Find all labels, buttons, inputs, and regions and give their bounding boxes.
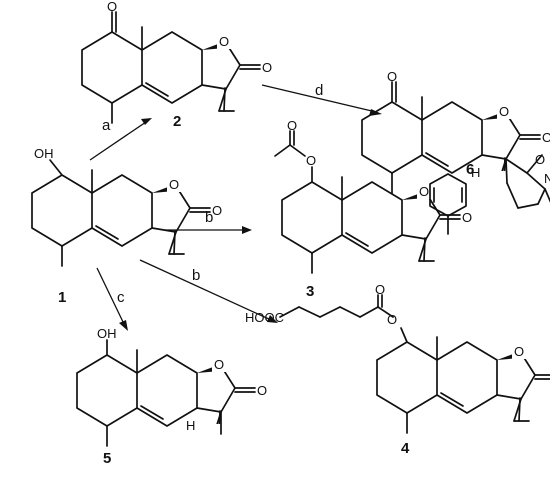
ketone-oxygen-label: O <box>107 0 117 14</box>
ketone-oxygen-label: O <box>387 69 397 84</box>
ring-oxygen-label: O <box>219 34 229 49</box>
ring-oxygen-label: O <box>169 177 179 192</box>
acyl-oxygen-label: O <box>287 118 297 133</box>
ring-oxygen-label: O <box>499 104 509 119</box>
compound-2: O O O <box>81 0 272 124</box>
step-label-b-second: b <box>192 267 200 284</box>
carbonyl-oxygen-label: O <box>542 130 550 145</box>
hydroxyl-label: OH <box>34 146 54 161</box>
step-label-a: a <box>102 117 111 134</box>
hydroxyl-label: OH <box>97 326 117 341</box>
acyl-oxygen-label: O <box>375 282 385 297</box>
ring-oxygen-label: O <box>214 357 224 372</box>
compound-4: O O HOOC O O <box>245 282 550 434</box>
step-label-b: b <box>205 209 213 226</box>
compound-label-2: 2 <box>173 113 181 130</box>
arrow-d: d <box>261 82 382 116</box>
compound-label-1: 1 <box>58 289 66 306</box>
arrow-c: c <box>96 267 128 331</box>
isoxazoline-oxygen-label: O <box>535 152 545 167</box>
compound-1: OH O O <box>31 146 222 267</box>
hydrogen-label: H <box>186 418 195 433</box>
ring-oxygen-label: O <box>514 344 524 359</box>
carbonyl-oxygen-label: O <box>257 383 267 398</box>
compound-6: O O O H O N <box>361 69 550 209</box>
compound-label-4: 4 <box>401 440 410 457</box>
carbonyl-oxygen-label: O <box>462 210 472 225</box>
compound-label-3: 3 <box>306 283 314 300</box>
tolyl-group <box>429 173 467 235</box>
ester-oxygen-label: O <box>387 312 397 327</box>
carbonyl-oxygen-label: O <box>262 60 272 75</box>
ester-oxygen-label: O <box>306 153 316 168</box>
arrow-b-to-3: b <box>165 209 252 234</box>
arrow-a: a <box>89 117 152 161</box>
step-label-c: c <box>117 289 125 306</box>
carbonyl-oxygen-label: O <box>212 203 222 218</box>
isoxazoline-nitrogen-label: N <box>544 171 550 186</box>
compound-label-6: 6 <box>466 161 474 178</box>
compound-label-5: 5 <box>103 450 111 467</box>
step-label-d: d <box>315 82 323 99</box>
compound-3: O O O O <box>274 118 472 274</box>
compound-5: OH O O H <box>76 326 267 447</box>
hydrogen-label: H <box>471 165 480 180</box>
ring-oxygen-label: O <box>419 184 429 199</box>
arrow-b-to-4: b <box>139 259 278 323</box>
